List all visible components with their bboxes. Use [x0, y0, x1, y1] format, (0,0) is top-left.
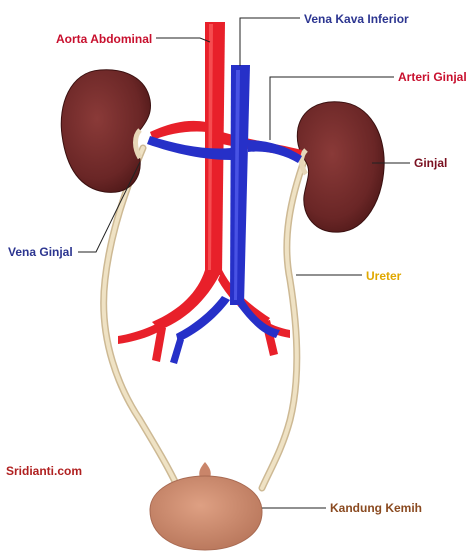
leader-aorta: [156, 37, 211, 43]
watermark: Sridianti.com: [6, 464, 83, 478]
label-ureter: Ureter: [366, 269, 402, 283]
kidney-left: [60, 69, 151, 193]
label-vena-kava-inferior: Vena Kava Inferior: [304, 12, 409, 26]
leader-lines: [78, 17, 410, 509]
vena-kava-inferior: [147, 65, 302, 364]
label-vena-ginjal: Vena Ginjal: [8, 245, 73, 259]
ureter-right: [258, 154, 309, 492]
bladder: [149, 462, 263, 551]
ureter-left: [100, 144, 182, 492]
label-aorta-abdominal: Aorta Abdominal: [56, 32, 153, 46]
leader-vena-ginjal: [78, 161, 141, 253]
leader-vena-kava: [239, 17, 300, 66]
kidney-right: [296, 101, 385, 233]
label-ginjal: Ginjal: [414, 156, 448, 170]
label-arteri-ginjal: Arteri Ginjal: [398, 70, 467, 84]
label-kandung-kemih: Kandung Kemih: [330, 501, 422, 515]
leader-arteri-ginjal: [269, 76, 394, 140]
